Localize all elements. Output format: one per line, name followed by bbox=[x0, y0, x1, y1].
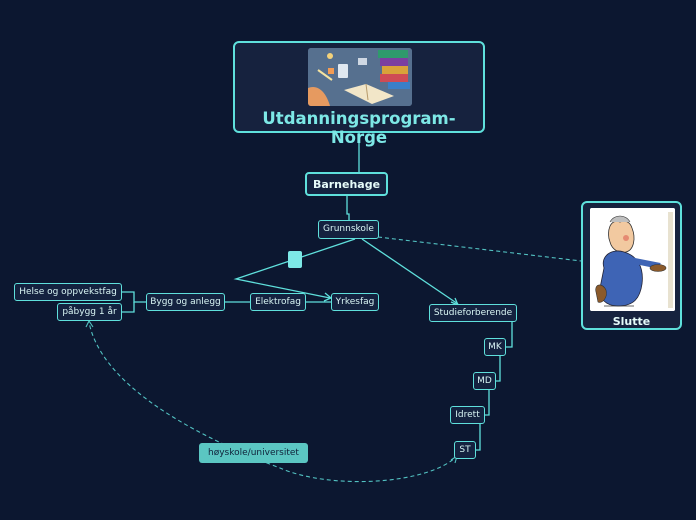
node-st-label: ST bbox=[459, 444, 471, 455]
node-bygg-label: Bygg og anlegg bbox=[150, 296, 221, 307]
node-barnehage-label: Barnehage bbox=[312, 177, 381, 191]
link-grunnskole-studie bbox=[361, 238, 459, 305]
node-idrett[interactable]: Idrett bbox=[450, 406, 485, 424]
link-bygg-helse bbox=[122, 291, 146, 303]
node-slutte-title: Slutte bbox=[612, 315, 651, 328]
node-md[interactable]: MD bbox=[473, 372, 496, 390]
link-md-idrett bbox=[484, 390, 490, 416]
node-idrett-label: Idrett bbox=[455, 409, 480, 420]
branch-marker[interactable] bbox=[288, 251, 302, 268]
node-helse-og-oppvekstfag[interactable]: Helse og oppvekstfag bbox=[14, 283, 122, 301]
node-studieforberende[interactable]: Studieforberende bbox=[429, 304, 517, 322]
node-pabygg-label: påbygg 1 år bbox=[62, 306, 117, 317]
node-st[interactable]: ST bbox=[454, 441, 476, 459]
floating-topic-label: høyskole/universitet bbox=[208, 448, 299, 458]
floating-topic-hoyskole[interactable]: høyskole/universitet bbox=[199, 443, 308, 463]
node-yrkesfag-label: Yrkesfag bbox=[335, 296, 375, 307]
node-grunnskole-label: Grunnskole bbox=[323, 224, 374, 234]
root-topic[interactable]: Utdanningsprogram-Norge bbox=[233, 41, 485, 147]
node-yrkesfag[interactable]: Yrkesfag bbox=[331, 293, 379, 311]
node-mk[interactable]: MK bbox=[484, 338, 506, 356]
link-barnehage-grunnskole bbox=[346, 196, 350, 220]
node-elektrofag-label: Elektrofag bbox=[255, 296, 301, 307]
node-elektrofag[interactable]: Elektrofag bbox=[250, 293, 306, 311]
link-studie-mk bbox=[506, 321, 513, 348]
arrow-pabygg bbox=[85, 319, 94, 328]
link-grunnskole-yrkesfag bbox=[233, 238, 356, 299]
node-helse-label: Helse og oppvekstfag bbox=[19, 286, 117, 297]
node-bygg-og-anlegg[interactable]: Bygg og anlegg bbox=[146, 293, 225, 311]
node-grunnskole[interactable]: Grunnskole bbox=[318, 220, 379, 239]
books-desk-illustration-icon bbox=[308, 48, 412, 106]
node-md-label: MD bbox=[477, 375, 492, 386]
node-barnehage[interactable]: Barnehage bbox=[305, 172, 388, 196]
node-studie-label: Studieforberende bbox=[433, 307, 513, 318]
beggar-figure-illustration-icon bbox=[590, 208, 675, 311]
link-mk-md bbox=[495, 356, 501, 382]
root-title: Utdanningsprogram-Norge bbox=[262, 109, 456, 147]
node-slutte[interactable]: Slutte bbox=[581, 201, 682, 330]
link-bygg-pabygg bbox=[122, 302, 135, 313]
node-mk-label: MK bbox=[488, 341, 502, 352]
dashed-st-pabygg bbox=[88, 321, 459, 483]
dashed-grunnskole-slutte bbox=[377, 236, 582, 262]
node-pabygg[interactable]: påbygg 1 år bbox=[57, 303, 122, 321]
link-idrett-st bbox=[476, 424, 481, 451]
